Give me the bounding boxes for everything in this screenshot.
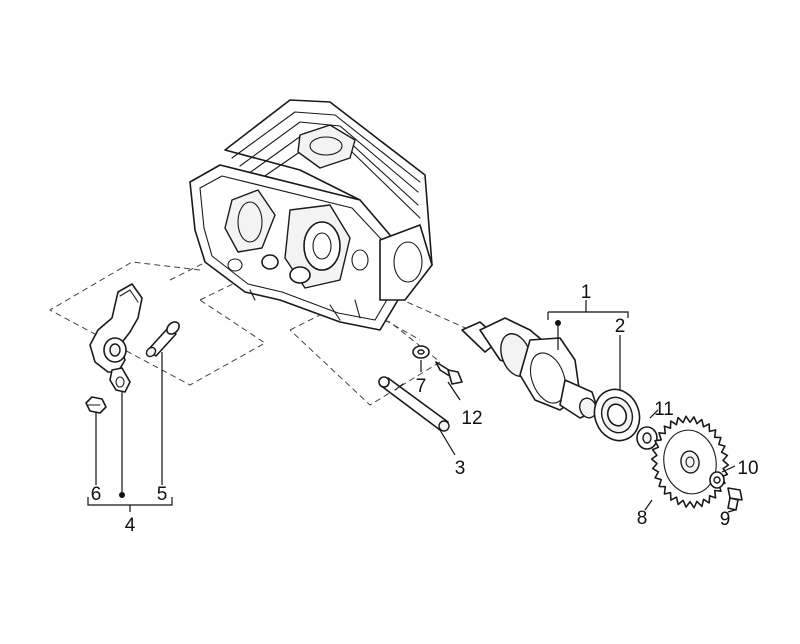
spacer <box>636 426 658 450</box>
washer <box>412 345 430 359</box>
callout-10: 10 <box>737 458 758 479</box>
callout-11: 11 <box>654 399 674 420</box>
callout-5: 5 <box>157 484 168 505</box>
cylinder-head <box>189 99 433 331</box>
callout-7: 7 <box>416 376 427 397</box>
sprocket-washer <box>709 471 725 489</box>
bolt <box>435 361 463 385</box>
callout-8: 8 <box>637 508 648 529</box>
bearing <box>593 388 641 442</box>
callout-12: 12 <box>461 408 482 429</box>
callout-labels: 1 2 3 4 5 6 7 8 9 10 11 12 <box>91 282 759 536</box>
callout-1: 1 <box>581 282 592 303</box>
callout-2: 2 <box>615 316 626 337</box>
callout-9: 9 <box>720 509 731 530</box>
leader-lines <box>87 300 736 513</box>
callout-6: 6 <box>91 484 102 505</box>
callout-3: 3 <box>455 458 466 479</box>
adjuster-nut <box>85 396 107 414</box>
callout-4: 4 <box>125 515 136 536</box>
dowel-pin <box>378 376 450 432</box>
sprocket-bolt <box>727 487 743 511</box>
camshaft <box>461 317 599 419</box>
rocker-shaft-pin <box>145 321 180 358</box>
rocker-arm <box>89 283 143 393</box>
sprocket <box>650 415 730 509</box>
